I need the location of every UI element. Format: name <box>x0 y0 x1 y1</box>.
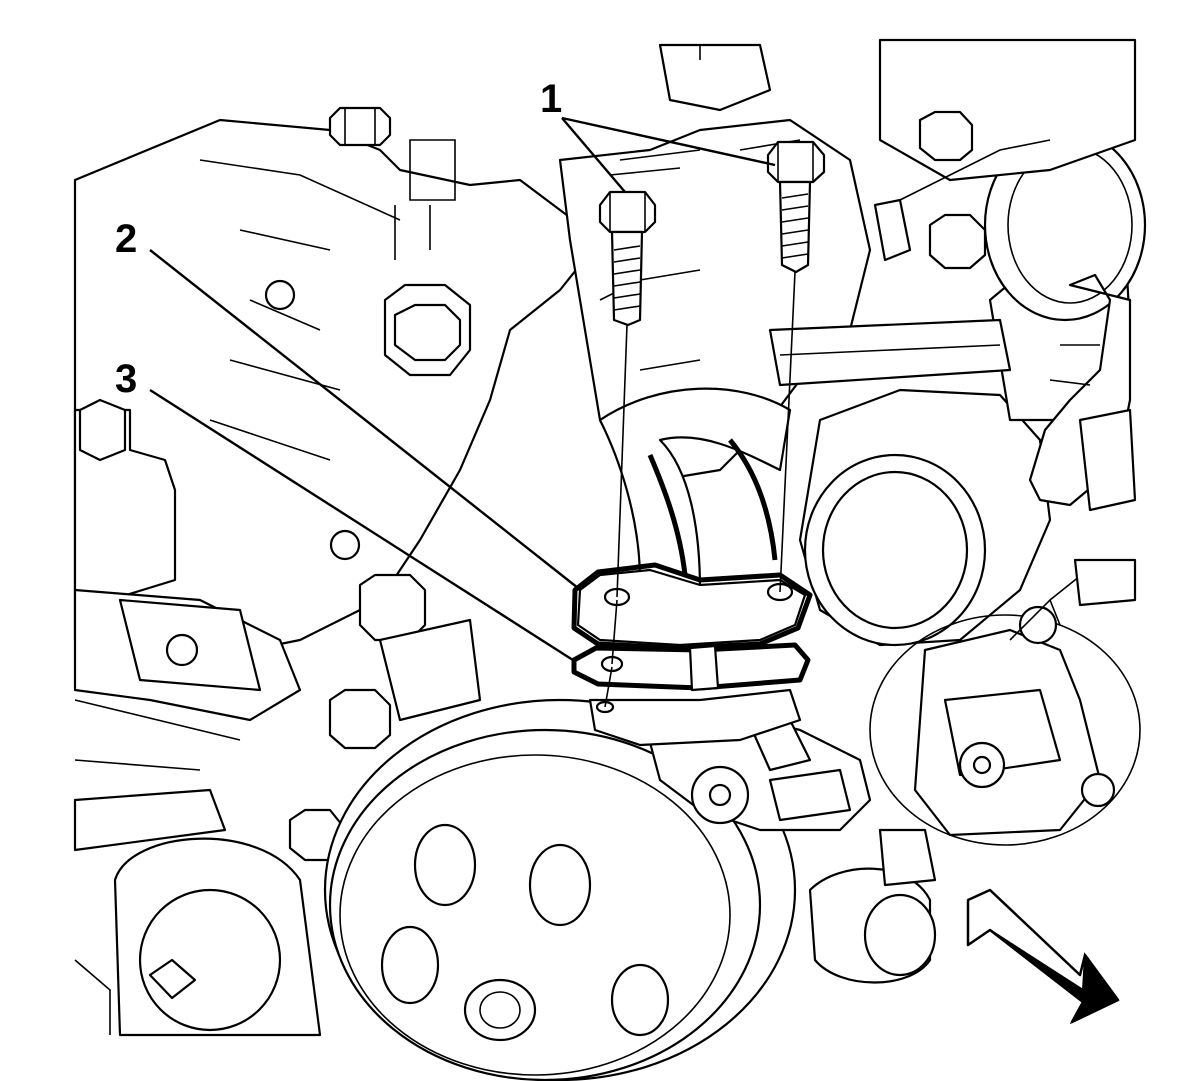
small-hose <box>1028 273 1137 512</box>
outlet-pipe <box>598 387 792 592</box>
block-left-bolt <box>383 283 472 377</box>
crossover-pipe <box>768 318 1012 387</box>
leader-lines <box>149 116 776 664</box>
callout-label-1: 1 <box>540 77 562 121</box>
engine-mount <box>73 398 302 771</box>
gasket-lower <box>571 642 811 692</box>
upper-right-bracket <box>873 38 1137 270</box>
bracket-bolts <box>288 573 482 862</box>
actuator <box>869 558 1141 846</box>
block-top-bolt <box>328 106 392 147</box>
coolant-outlet <box>798 128 1147 647</box>
bolt-right <box>766 140 826 274</box>
callout-label-3: 3 <box>115 357 137 401</box>
bolt-center-lines <box>604 271 796 708</box>
sensor-connector <box>808 828 937 984</box>
gasket-upper <box>571 562 813 651</box>
arrow-right-down-icon <box>966 888 1120 1025</box>
callout-label-2: 2 <box>115 217 137 261</box>
crank-pulley <box>323 698 797 1081</box>
bolt-left <box>598 190 657 327</box>
belt-left <box>73 788 322 1037</box>
